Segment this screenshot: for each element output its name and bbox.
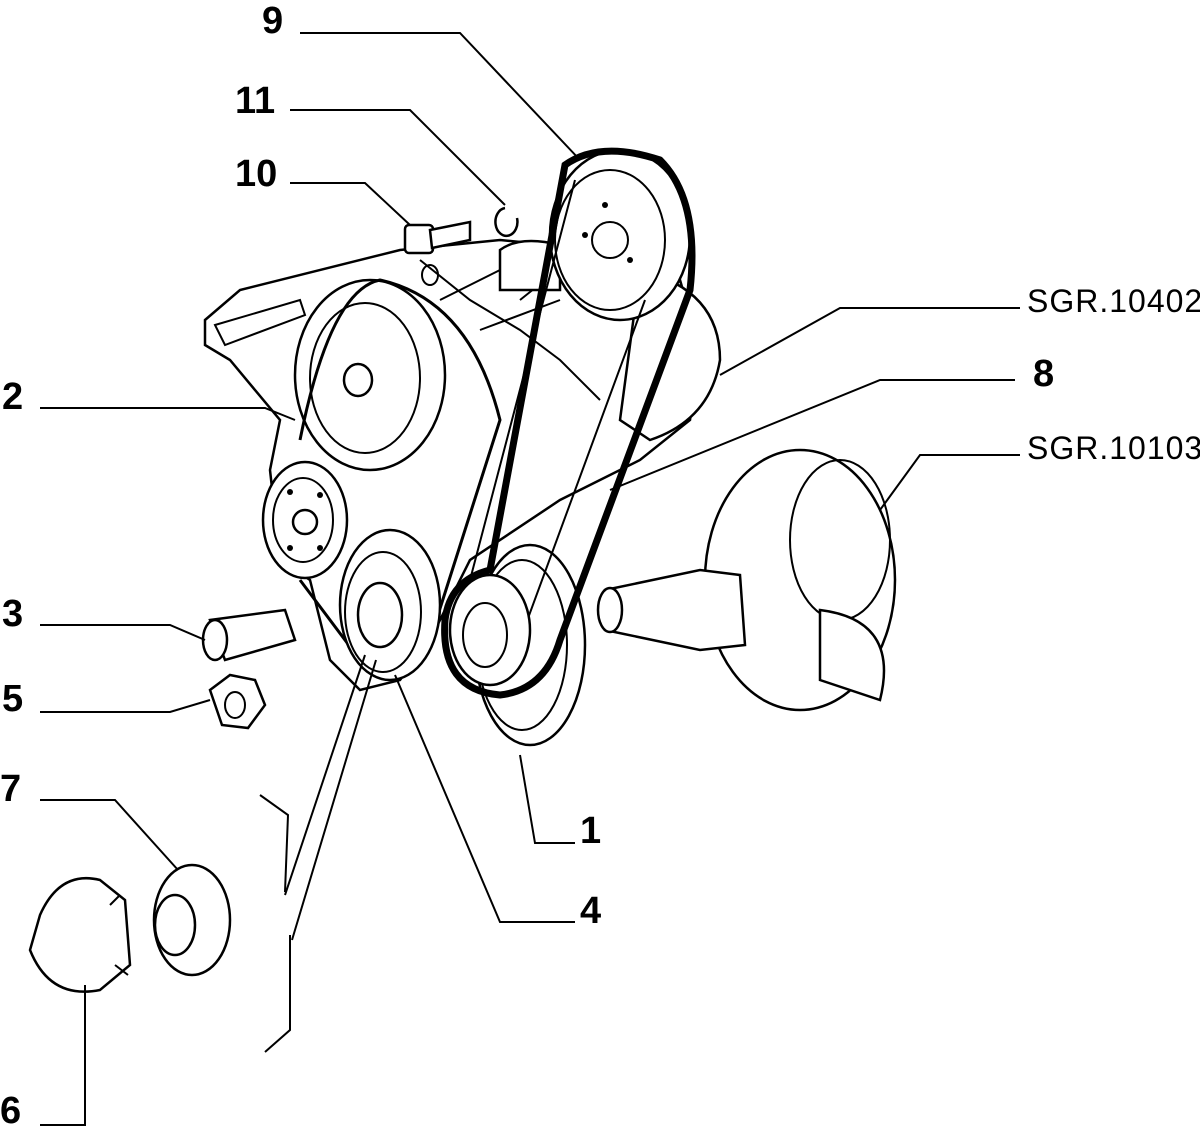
spacer-3 [201,608,297,662]
callout-8: 8 [1033,353,1055,395]
leader-lines [40,32,1020,1126]
callout-2: 2 [2,376,24,418]
cap-7 [152,863,232,977]
callout-5: 5 [2,678,24,720]
callout-6: 6 [0,1090,22,1128]
tensioner-pulley-4 [338,528,442,682]
callout-11: 11 [235,80,276,122]
callout-3: 3 [2,593,24,635]
bolt-10 [403,220,472,255]
belt-9-drive [441,147,696,699]
callout-1: 1 [580,810,602,852]
callout-9: 9 [262,0,284,42]
idler-pulley [261,460,349,580]
reference-sgr-10103: SGR.10103 [1027,430,1200,466]
callout-4: 4 [580,890,602,932]
nut-5 [208,673,267,730]
callout-10: 10 [235,153,278,195]
alternator-pulley [293,278,447,472]
cover-6 [28,876,132,993]
reference-sgr-10402: SGR.10402 [1027,283,1200,319]
callout-7: 7 [0,768,22,810]
washer-11 [494,206,519,238]
crankshaft [596,448,897,712]
